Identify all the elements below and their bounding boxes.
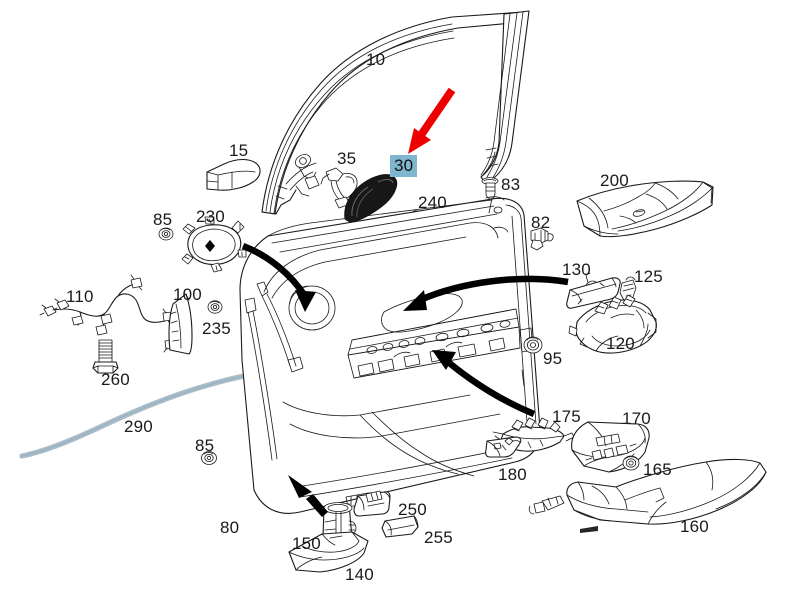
- part-label-10: 10: [366, 50, 386, 69]
- part-250-small-switch-cover: [353, 490, 391, 517]
- part-label-165: 165: [643, 460, 672, 479]
- part-230-door-speaker: [181, 216, 247, 273]
- part-235-grommet: [207, 300, 223, 314]
- part-15-trim-cap: [206, 158, 261, 191]
- part-label-140: 140: [345, 565, 374, 584]
- part-180-switch-bracket: [485, 436, 522, 458]
- part-label-85-upper: 85: [153, 210, 173, 229]
- part-label-200: 200: [600, 171, 629, 190]
- arrow-speaker-to-panel: [241, 242, 316, 312]
- part-label-150: 150: [292, 534, 321, 553]
- part-label-30-highlighted: 30: [390, 155, 418, 177]
- part-label-250: 250: [398, 500, 427, 519]
- part-label-230: 230: [196, 207, 225, 226]
- part-110-wiring-harness: [39, 274, 176, 353]
- part-255-blank-cover-plate: [381, 515, 419, 538]
- part-140-storage-tray: [288, 531, 369, 573]
- part-85-grommet-lower-left: [201, 451, 217, 465]
- part-82-retaining-clip: [530, 227, 554, 251]
- part-80-door-trim-panel: [239, 196, 541, 514]
- part-160-armrest-lower-trim: [528, 458, 767, 533]
- arrow-switch-to-panel: [432, 350, 536, 418]
- part-label-290: 290: [124, 417, 153, 436]
- part-label-100: 100: [173, 285, 202, 304]
- part-label-160: 160: [680, 517, 709, 536]
- part-260-mounting-bolt: [92, 339, 119, 374]
- arrow-red-pointer-to-30: [408, 87, 456, 154]
- part-290-trim-strip: [19, 372, 253, 459]
- part-95-grommet-large: [523, 336, 543, 354]
- part-label-255: 255: [424, 528, 453, 547]
- part-label-83: 83: [501, 175, 521, 194]
- part-label-180: 180: [498, 465, 527, 484]
- part-35-mirror-bracket: [320, 167, 358, 209]
- part-label-80: 80: [220, 518, 240, 537]
- part-label-240: 240: [418, 193, 447, 212]
- part-label-175: 175: [552, 407, 581, 426]
- part-label-35: 35: [337, 149, 357, 168]
- part-85-grommet-upper: [158, 227, 174, 241]
- callout-arrows: [241, 242, 569, 517]
- part-label-120: 120: [606, 334, 635, 353]
- part-label-95: 95: [543, 349, 563, 368]
- part-83-rivet-clip: [481, 177, 499, 200]
- part-label-235: 235: [202, 319, 231, 338]
- part-200-armrest-upper-trim: [576, 180, 714, 238]
- part-120-inner-door-handle: [568, 294, 657, 354]
- part-label-15: 15: [229, 141, 249, 160]
- part-label-110: 110: [66, 287, 94, 306]
- part-100-corner-trim: [168, 293, 193, 355]
- part-label-260: 260: [101, 370, 130, 389]
- part-label-125: 125: [634, 267, 663, 286]
- part-label-82: 82: [531, 213, 551, 232]
- arrow-tray-to-panel: [288, 475, 328, 517]
- part-label-130: 130: [562, 260, 591, 279]
- part-165-grommet: [622, 455, 640, 471]
- part-30-mirror-triangle-cover: [344, 174, 398, 223]
- part-125-handle-clip: [619, 276, 637, 308]
- arrow-right-to-armrest: [403, 275, 569, 311]
- part-label-85-lower: 85: [195, 436, 215, 455]
- part-label-170: 170: [622, 409, 651, 428]
